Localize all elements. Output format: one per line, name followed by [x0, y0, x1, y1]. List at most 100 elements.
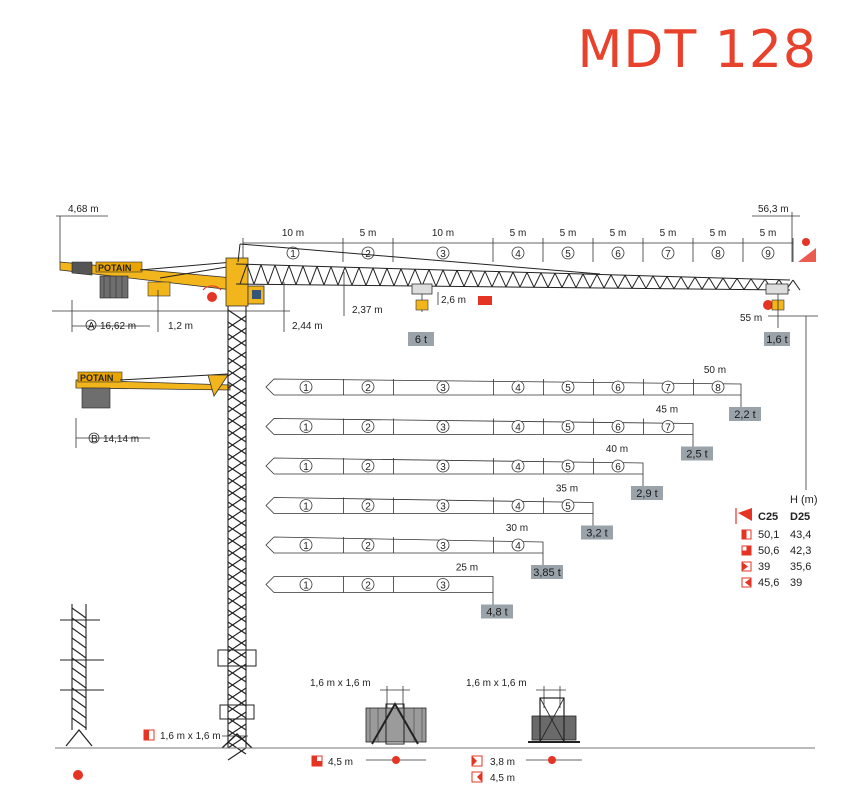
segment-length-label: 5 m: [510, 228, 527, 239]
config-segment-label: 8: [715, 383, 721, 394]
config-segment-label: 6: [615, 423, 621, 434]
base-2: 1,6 m x 1,6 m 3,8 m 4,5 m: [466, 678, 582, 784]
config-segment-label: 6: [615, 383, 621, 394]
segment-dim-6: 5 m 6: [610, 228, 627, 260]
height-c25-value: 45,6: [758, 577, 779, 589]
counter-height-label: 4,68 m: [68, 204, 99, 215]
config-strip: [265, 497, 594, 514]
config-segment-circle: [511, 499, 525, 512]
counter-dims-a: A 16,62 m 1,2 m 2,44 m 2,37 m: [52, 272, 383, 332]
config-segment-circle: [436, 499, 450, 512]
segment-dim-4: 5 m4: [510, 228, 527, 260]
config-segment-circle: [511, 420, 525, 433]
height-c25-value: 50,6: [758, 545, 779, 557]
height-c25-value: 50,1: [758, 529, 779, 541]
config-segment-circle: [661, 380, 675, 394]
square-arrow-left-icon: [741, 577, 752, 588]
config-segment-circle: [299, 578, 313, 591]
config-segment-circle: [436, 380, 450, 394]
config-segment-label: 5: [565, 383, 571, 394]
segment-length-label: 5 m: [710, 228, 727, 239]
config-segment-label: 2: [365, 541, 371, 552]
height-d25-value: 35,6: [790, 561, 811, 573]
config-strip: [265, 576, 494, 593]
config-load-box: [631, 486, 663, 500]
config-strip: [265, 418, 694, 435]
config-segment-circle: [361, 499, 375, 512]
counter-a-length: 16,62 m: [100, 321, 136, 332]
height-d25-value: 43,4: [790, 529, 811, 541]
segment-length-label: 5 m: [560, 228, 577, 239]
config-segment-label: 1: [303, 423, 309, 434]
height-d25-value: 42,3: [790, 545, 811, 557]
config-segment-circle: [299, 538, 313, 552]
config-segment-circle: [299, 380, 313, 394]
segment-number-label: 6: [615, 249, 621, 260]
config-length-label: 50 m: [704, 365, 726, 376]
segment-number-circle: [661, 246, 675, 260]
segment-number-label: 1: [290, 249, 296, 260]
top-right-dim: 56,3 m: [752, 204, 800, 262]
segment-length-label: 5 m: [660, 228, 677, 239]
segment-number-circle: [286, 246, 300, 260]
config-segment-label: 7: [665, 383, 671, 394]
col-c25: C25: [758, 511, 778, 523]
segment-dim-7: 5 m 7: [660, 228, 677, 260]
config-segment-label: 7: [665, 423, 671, 434]
config-segment-label: 5: [565, 502, 571, 513]
base1-top-label: 1,6 m x 1,6 m: [310, 678, 371, 689]
max-load-label: 6 t: [415, 334, 427, 346]
config-segment-label: 5: [565, 462, 571, 473]
height-row-1: 50,1 43,4: [741, 529, 811, 541]
config-segment-label: 5: [565, 423, 571, 434]
config-segment-circle: [361, 380, 375, 394]
trolley-gap-label: 2,6 m: [441, 295, 466, 306]
config-load-label: 2,9 t: [636, 488, 657, 500]
config-segment-circle: [361, 420, 375, 433]
config-segment-label: 2: [365, 423, 371, 434]
config-segment-circle: [611, 380, 625, 394]
config-segment-label: 3: [440, 462, 446, 473]
tip-radius-label: 55 m: [740, 313, 762, 324]
segment-dim-9: 5 m9: [760, 228, 777, 260]
config-load-box: [681, 446, 713, 461]
config-segment-circle: [661, 420, 675, 433]
segment-length-label: 10 m: [432, 228, 454, 239]
segment-number-label: 7: [665, 249, 671, 260]
slewing-alert-icon: [207, 292, 217, 302]
config-length-label: 25 m: [456, 563, 478, 574]
config-segment-label: 1: [303, 383, 309, 394]
mast-section-label: 1,6 m x 1,6 m: [160, 731, 221, 742]
config-load-box: [729, 407, 761, 421]
trolley-tip-load: 55 m 1,6 t: [740, 283, 818, 346]
base2-width-b-label: 4,5 m: [490, 773, 515, 784]
top-right-label: 56,3 m: [758, 204, 789, 215]
wind-icon: [735, 508, 752, 524]
segment-number-label: 3: [440, 249, 446, 260]
slewing-unit: [202, 257, 265, 307]
brand-label: POTAIN: [98, 263, 131, 273]
height-d25-value: 39: [790, 577, 802, 589]
square-arrow-right-icon: [741, 561, 752, 572]
config-segment-circle: [436, 538, 450, 552]
base2-top-label: 1,6 m x 1,6 m: [466, 678, 527, 689]
segment-dim-3: 10 m 3: [432, 228, 454, 260]
col-d25: D25: [790, 511, 810, 523]
config-segment-label: 2: [365, 462, 371, 473]
config-segment-label: 1: [303, 502, 309, 513]
config-segment-label: 1: [303, 581, 309, 592]
config-segment-circle: [436, 578, 450, 591]
square-corner-icon: [741, 545, 752, 556]
config-segment-circle: [561, 499, 575, 512]
counter-height-dim: 4,68 m: [56, 204, 108, 262]
counter-jib-a: POTAIN: [59, 261, 234, 299]
config-load-label: 4,8 t: [486, 607, 507, 619]
config-segment-label: 4: [515, 502, 521, 513]
tip-load-label: 1,6 t: [766, 334, 787, 346]
segment-length-label: 5 m: [610, 228, 627, 239]
